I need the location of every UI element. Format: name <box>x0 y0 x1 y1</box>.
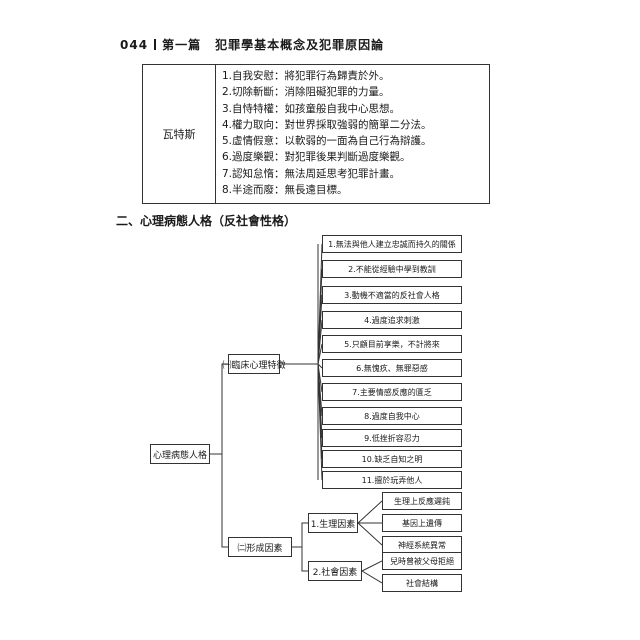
branch1-item: 8.過度自我中心 <box>322 407 462 425</box>
chapter-label: 第一篇 <box>162 38 202 52</box>
page-number: 044 <box>120 38 149 52</box>
table-item: 7.認知怠惰：無法周延思考犯罪計畫。 <box>222 167 401 180</box>
branch1-label: ㈠臨床心理特徵 <box>223 354 286 374</box>
sub2-item: 兒時曾被父母拒絕 <box>382 552 462 570</box>
running-header: 044 第一篇犯罪學基本概念及犯罪原因論 <box>120 36 384 53</box>
table-item: 4.權力取向：對世界採取強弱的簡單二分法。 <box>222 118 432 131</box>
connector-branch2-sub1 <box>292 522 308 548</box>
table-item: 2.切除斬斷：消除阻礙犯罪的力量。 <box>222 86 390 99</box>
table-items: 1.自我安慰：將犯罪行為歸責於外。 2.切除斬斷：消除阻礙犯罪的力量。 3.自恃… <box>216 65 489 203</box>
connector-root-branch2 <box>221 454 228 548</box>
connector-branch1-items <box>317 243 323 481</box>
table-item: 6.過度樂觀：對犯罪後果判斷過度樂觀。 <box>222 151 411 164</box>
branch1-item: 11.擅於玩弄他人 <box>322 471 462 489</box>
sub2-label: 2.社會因素 <box>308 561 362 581</box>
tree-root: 心理病態人格 <box>150 444 210 464</box>
connector-branch2-sub2 <box>301 547 308 572</box>
table-item: 3.自恃特權：如孩童般自我中心思想。 <box>222 102 401 115</box>
sub1-item: 基因上遺傳 <box>382 514 462 532</box>
connector-root-branch1 <box>210 363 228 455</box>
sub2-item: 社會結構 <box>382 574 462 592</box>
chapter-title: 犯罪學基本概念及犯罪原因論 <box>215 38 385 52</box>
branch1-item: 5.只顧目前享樂，不計將來 <box>322 335 462 353</box>
branch1-item: 6.無愧疚、無罪惡感 <box>322 359 462 377</box>
table-item: 1.自我安慰：將犯罪行為歸責於外。 <box>222 70 390 82</box>
table-item: 8.半途而廢：無長遠目標。 <box>222 184 348 197</box>
header-divider <box>154 39 157 50</box>
sub1-label: 1.生理因素 <box>308 513 358 533</box>
branch1-item: 7.主要情感反應的匱乏 <box>322 383 462 401</box>
branch2-label: ㈡形成因素 <box>228 537 292 557</box>
branch1-item: 10.缺乏自知之明 <box>322 450 462 468</box>
sub1-item: 生理上反應遲鈍 <box>382 492 462 510</box>
connector-sub2-items <box>361 560 383 584</box>
branch1-item: 4.過度追求刺激 <box>322 311 462 329</box>
section-title: 二、心理病態人格（反社會性格） <box>116 214 297 228</box>
traits-table: 瓦特斯 1.自我安慰：將犯罪行為歸責於外。 2.切除斬斷：消除阻礙犯罪的力量。 … <box>142 64 490 204</box>
table-left-label: 瓦特斯 <box>143 65 216 203</box>
branch1-item: 9.低挫折容忍力 <box>322 429 462 447</box>
connector-sub1-items <box>357 500 383 546</box>
branch1-item: 1.無法與他人建立忠誠而持久的關係 <box>322 235 462 253</box>
branch1-item: 2.不能從經驗中學到教訓 <box>322 260 462 278</box>
branch1-item: 3.動機不適當的反社會人格 <box>322 286 462 304</box>
table-item: 5.虛情假意：以軟弱的一面為自己行為辯護。 <box>222 135 432 148</box>
